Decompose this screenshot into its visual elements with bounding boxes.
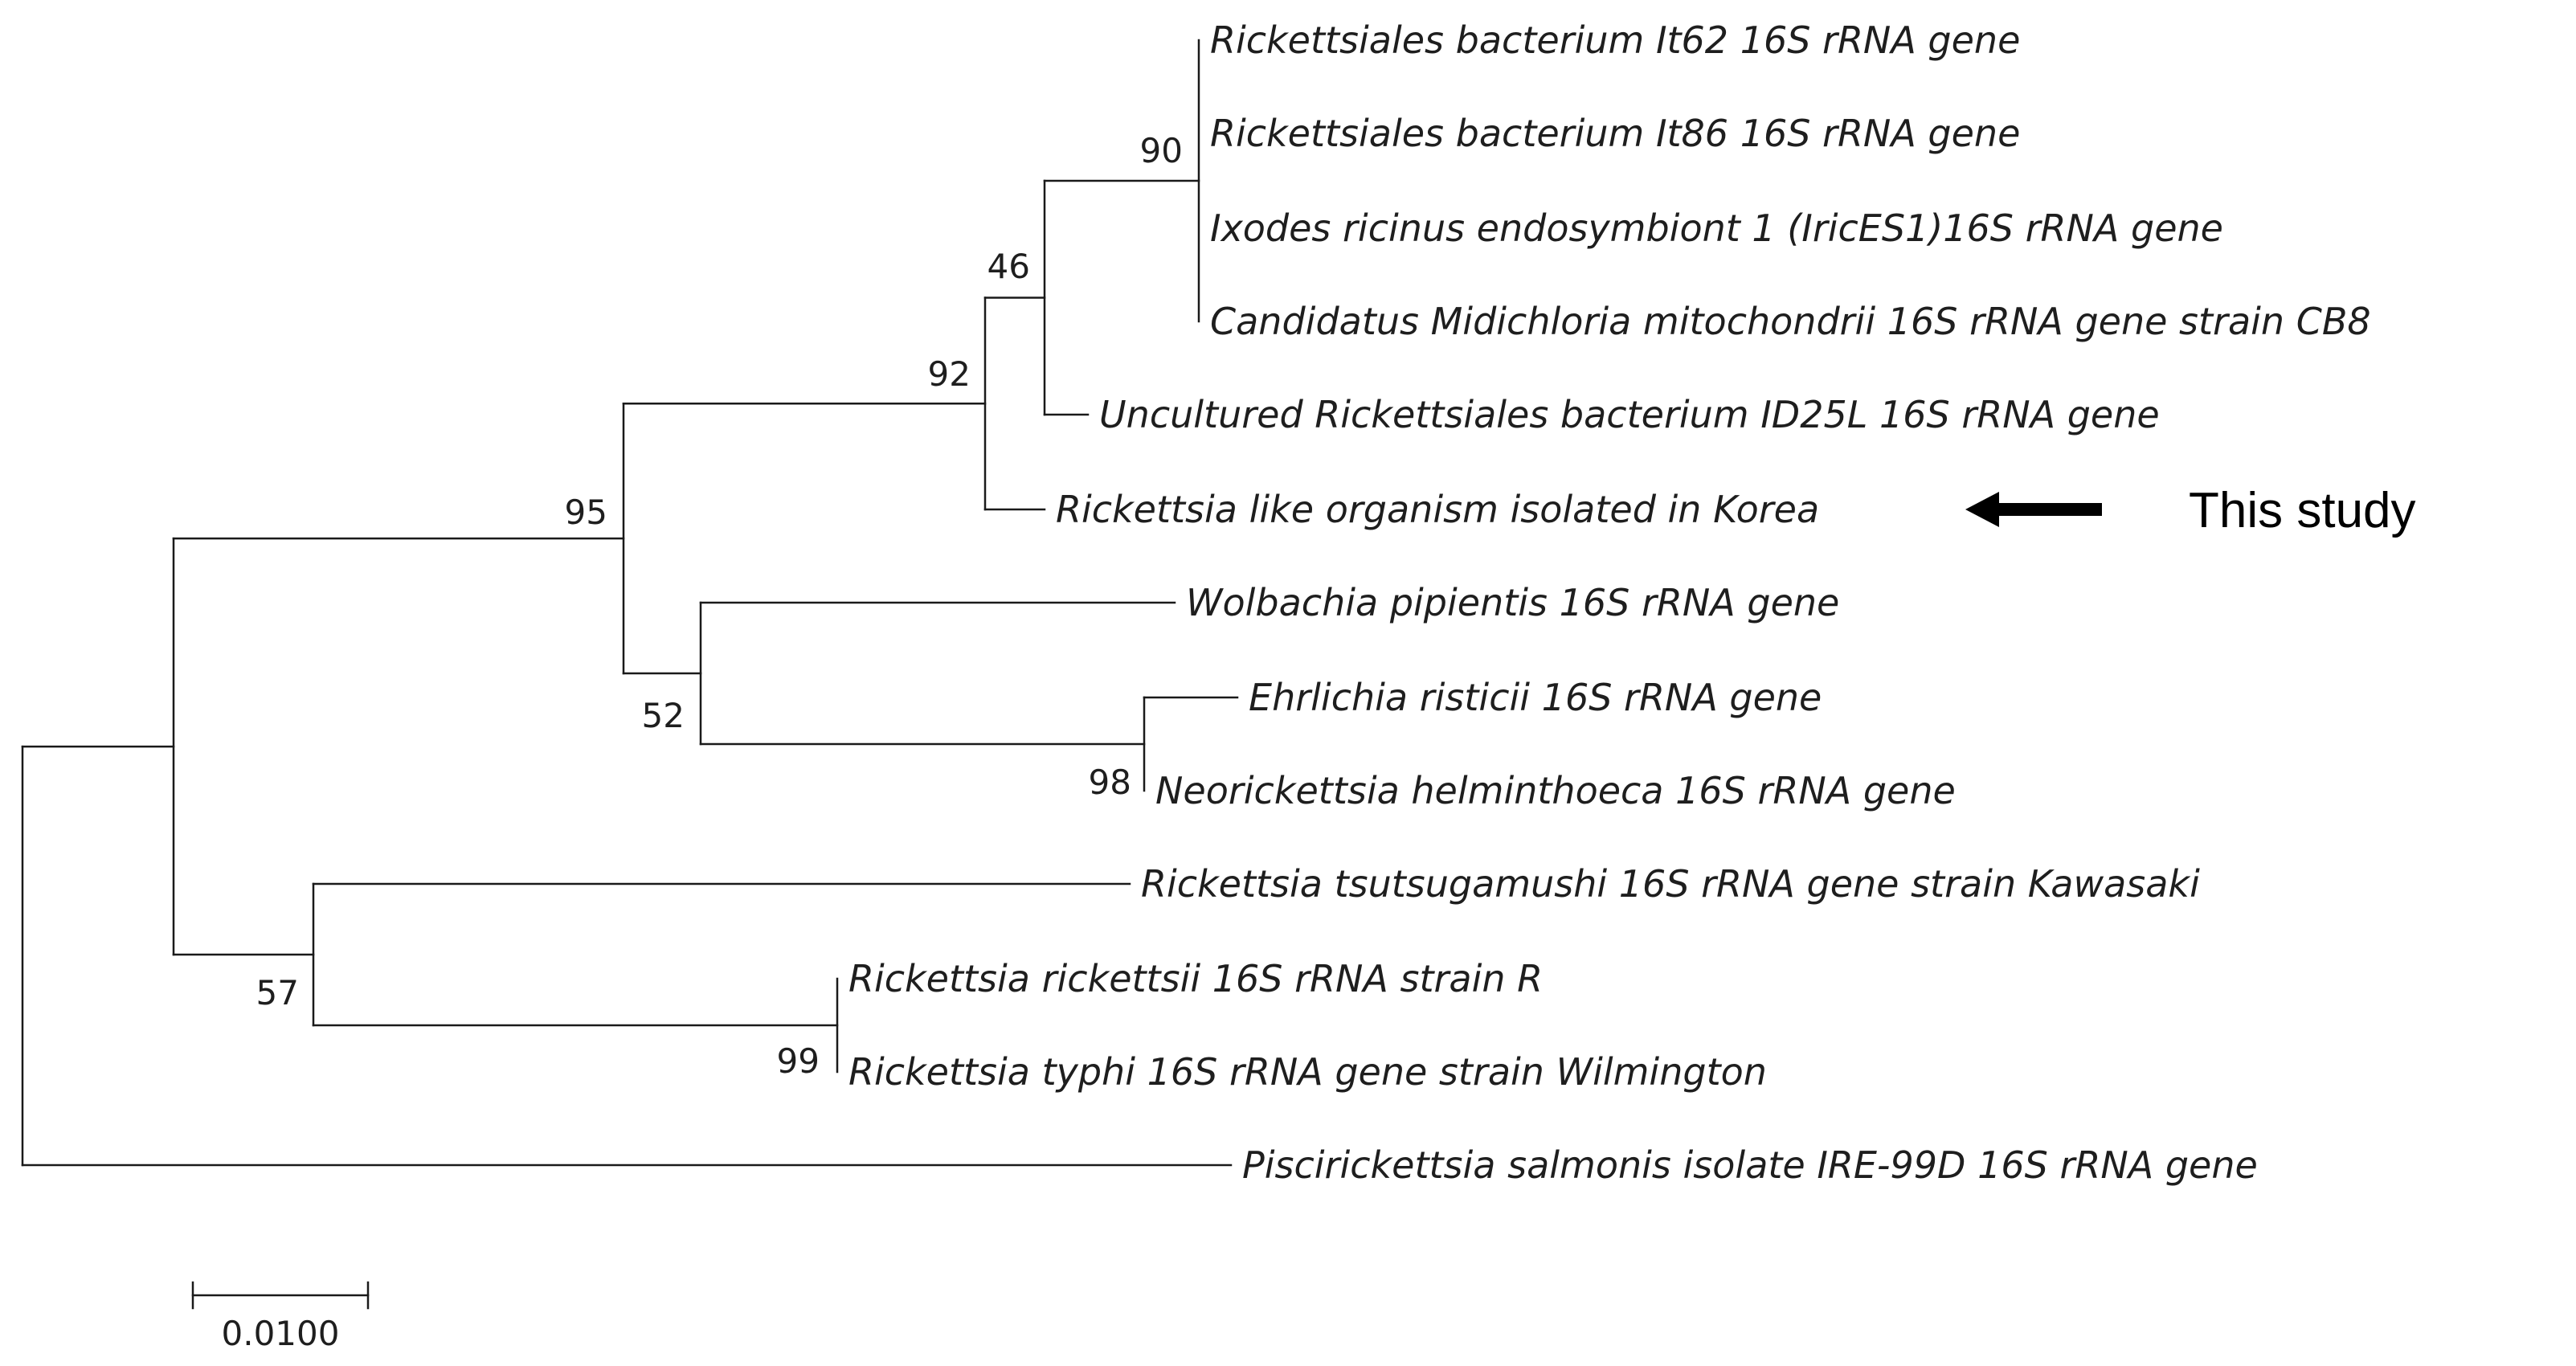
support-value: 98 [1089,763,1131,802]
scale-bar-label: 0.0100 [222,1314,340,1353]
leaf-label: Ixodes ricinus endosymbiont 1 (IricES1)1… [1210,207,2223,250]
this-study-label: This study [2189,483,2416,538]
leaf-label: Neorickettsia helminthoeca 16S rRNA gene [1155,769,1956,812]
support-value: 92 [928,354,971,394]
leaf-label: Rickettsia rickettsii 16S rRNA strain R [848,957,1543,1000]
leaf-label: Uncultured Rickettsiales bacterium ID25L… [1099,393,2160,436]
support-values-group: 90 46 92 95 52 98 57 99 [256,131,1183,1081]
scale-bar: 0.0100 [191,1281,370,1353]
left-arrow-icon [1965,492,2102,527]
support-value: 90 [1140,131,1183,170]
leaf-label: Rickettsiales bacterium It62 16S rRNA ge… [1210,18,2020,62]
support-value: 95 [565,493,607,532]
leaf-label: Rickettsiales bacterium It86 16S rRNA ge… [1210,112,2020,155]
leaf-label: Ehrlichia risticii 16S rRNA gene [1249,676,1822,719]
leaf-label: Candidatus Midichloria mitochondrii 16S … [1210,300,2371,343]
support-value: 52 [642,696,685,735]
leaf-label: Rickettsia like organism isolated in Kor… [1056,488,1819,531]
support-value: 99 [777,1041,820,1081]
leaf-labels-group: Rickettsiales bacterium It62 16S rRNA ge… [848,18,2371,1187]
leaf-label: Rickettsia tsutsugamushi 16S rRNA gene s… [1141,862,2200,906]
support-value: 46 [987,247,1030,286]
branches-group [21,39,1239,1167]
leaf-label: Wolbachia pipientis 16S rRNA gene [1186,581,1839,624]
annotation-group: This study [1965,483,2416,538]
leaf-label: Rickettsia typhi 16S rRNA gene strain Wi… [848,1050,1767,1094]
leaf-label: Piscirickettsia salmonis isolate IRE-99D… [1242,1143,2258,1187]
support-value: 57 [256,973,299,1012]
